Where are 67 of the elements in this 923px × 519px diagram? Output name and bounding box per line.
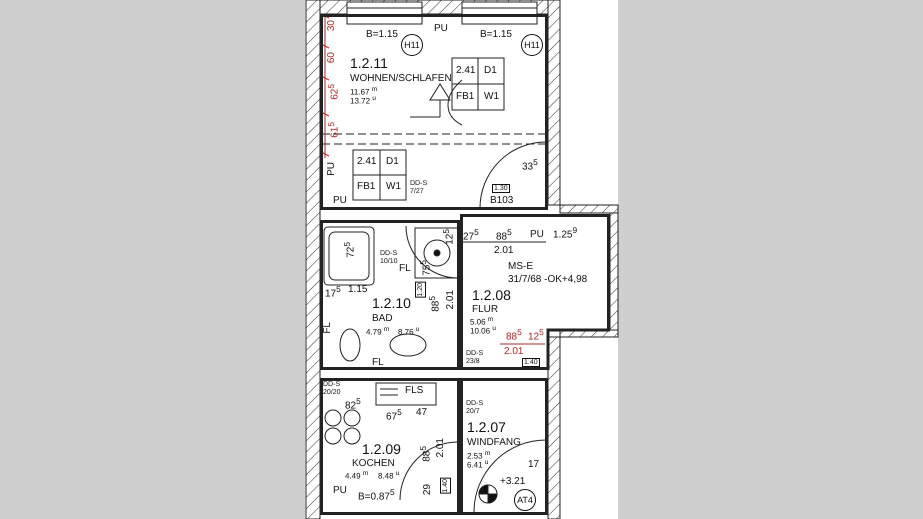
dimension-text: 1.15 — [348, 285, 368, 295]
outlet-mark: PU — [333, 486, 347, 496]
floor-area: 11.67 $^{m}$ — [350, 87, 378, 97]
dimension-text: 1.25$^{9}$ — [553, 226, 578, 240]
room-name: WINDFANG — [467, 438, 521, 448]
panel-code: MS-E — [508, 262, 533, 272]
dimension-text: 29 — [423, 484, 433, 496]
outlet-mark: PU — [434, 24, 448, 34]
floor-area: 5.06 $^{m}$ — [470, 317, 494, 327]
outlet-mark: PU — [327, 162, 337, 176]
level-mark: +3.21 — [500, 477, 526, 487]
room-outline — [320, 14, 548, 210]
floor-area: 4.49 $^{m}$ — [345, 471, 368, 481]
dimension-text: 33$^{5}$ — [522, 158, 538, 172]
room-outline — [460, 378, 548, 515]
dimension-text: 27$^{5}$ — [463, 228, 479, 242]
perimeter: 10.06 $^{u}$ — [470, 326, 496, 336]
floor-mark: FL — [323, 322, 333, 334]
room-number: 1.2.09 — [362, 442, 401, 456]
dimension-text: 2.01 — [436, 438, 446, 458]
table-cell: FB1 — [456, 92, 474, 102]
floor-mark: FLS — [405, 386, 424, 396]
window-width-text: B=0.87$^{5}$ — [358, 488, 395, 502]
room-name: BAD — [372, 314, 393, 324]
dimension-text: 2.01 — [504, 347, 524, 357]
table-cell: W1 — [386, 182, 401, 192]
dimension-text: 2.01 — [494, 246, 514, 256]
floor-mark: FL — [399, 264, 411, 274]
room-number: 1.2.08 — [472, 288, 511, 302]
window-width-text: B=1.15 — [366, 30, 398, 40]
table-cell: D1 — [484, 66, 497, 76]
table-cell: 2.41 — [357, 157, 376, 167]
dimension-text: 17 — [528, 460, 540, 470]
table-cell: 2.41 — [456, 66, 476, 76]
outlet-mark: PU — [333, 196, 347, 206]
dimension-text: 47 — [416, 408, 428, 418]
floor-area: 2.53 $^{m}$ — [467, 451, 490, 461]
table-cell: W1 — [484, 92, 499, 102]
room-name: KOCHEN — [352, 459, 395, 469]
dimension-text: 17$^{5}$ — [325, 285, 341, 300]
floor-mark: FL — [372, 358, 384, 368]
room-outline — [460, 214, 610, 370]
perimeter: 13.72 $^{u}$ — [350, 96, 376, 106]
dimension-text: 30 — [327, 20, 337, 32]
panel-note: 31/7/68 -OK+4,98 — [508, 275, 588, 285]
dimension-text: 12$^{5}$ — [528, 328, 544, 342]
outlet-mark: PU — [530, 230, 544, 240]
dimension-text: 88$^{5}$ — [496, 228, 512, 242]
room-name: WOHNEN/SCHLAFEN — [350, 74, 452, 84]
dimension-text: 82$^{5}$ — [345, 397, 361, 412]
dimension-text: 2.01 — [446, 290, 456, 310]
dimension-text: 67$^{5}$ — [386, 408, 402, 422]
room-number: 1.2.11 — [350, 56, 388, 70]
table-cell: FB1 — [357, 182, 376, 192]
perimeter: 6.41 $^{u}$ — [467, 460, 488, 470]
dimension-text: 88$^{5}$ — [506, 328, 522, 342]
room-outline — [320, 378, 460, 515]
table-cell: D1 — [386, 157, 399, 167]
dimension-text: 60 — [327, 52, 337, 64]
window-width-text: B=1.15 — [480, 30, 512, 40]
floor-area: 4.79 $^{m}$ — [366, 327, 390, 337]
room-number: 1.2.10 — [372, 296, 411, 310]
perimeter: 8.48 $^{u}$ — [378, 471, 400, 481]
room-number: 1.2.07 — [467, 420, 506, 434]
room-name: FLUR — [472, 305, 498, 315]
door-code: B103 — [490, 196, 514, 206]
room-outline — [320, 220, 460, 370]
